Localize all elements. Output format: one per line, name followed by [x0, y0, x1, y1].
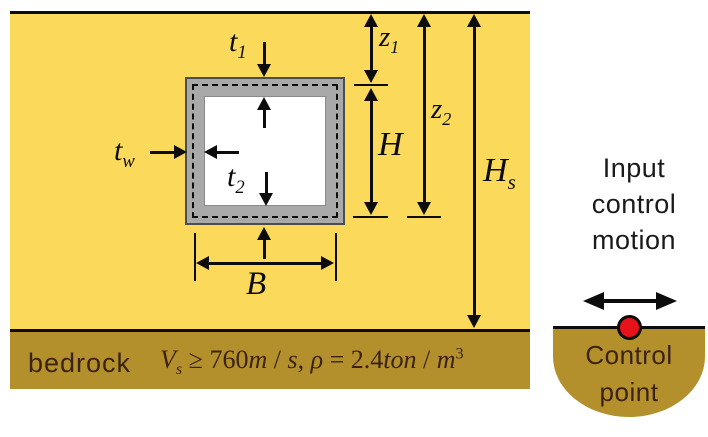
motion-arrowhead-left-icon [583, 292, 604, 310]
t1-arrowhead-down-icon [257, 64, 271, 77]
motion-arrowhead-right-icon [656, 292, 677, 310]
label-t2: t2 [227, 160, 245, 198]
t2-arrowhead-down-icon [259, 193, 273, 206]
t1-arrow-shaft [263, 42, 266, 65]
tw-inner-arrow-shaft [216, 151, 239, 154]
input-control-motion-note: Input control motion [560, 150, 708, 258]
b-dim-shaft [204, 262, 326, 265]
h-arrowhead-up-icon [364, 88, 378, 101]
tw-arrowhead-left-icon [204, 145, 217, 159]
hs-arrowhead-up-icon [467, 14, 481, 27]
motion-arrow-shaft [600, 299, 660, 303]
label-b: B [246, 266, 267, 302]
b-dim-arrowhead-right-icon [321, 256, 334, 270]
input-motion-line-1: Input [602, 153, 666, 183]
label-z1: z1 [379, 21, 400, 57]
tw-arrowhead-right-icon [174, 145, 187, 159]
control-point-line-1: Control [585, 340, 673, 370]
b-dim-arrowhead-left-icon [196, 256, 209, 270]
label-t1: t1 [229, 25, 247, 63]
z2-arrowhead-up-icon [417, 14, 431, 27]
input-motion-line-2: control [591, 189, 677, 219]
t2-outer-arrow-shaft [263, 238, 266, 259]
t1-arrowhead-up-icon [257, 97, 271, 110]
h-arrowhead-down-icon [364, 202, 378, 215]
hs-arrowhead-down-icon [467, 315, 481, 328]
control-point-shape: Control point [553, 326, 705, 417]
input-motion-line-3: motion [591, 225, 677, 255]
control-point-line-2: point [599, 377, 659, 407]
t1-inner-arrow-shaft [263, 108, 266, 128]
hs-dim-shaft [473, 25, 476, 316]
t2-outer-arrowhead-up-icon [257, 227, 271, 240]
bedrock-region [10, 329, 530, 389]
tw-arrow-shaft [150, 151, 175, 154]
bedrock-label: bedrock [28, 348, 132, 378]
box-bottom-level-tick-2 [407, 216, 441, 218]
ground-surface-line [10, 11, 530, 14]
box-top-level-tick [354, 84, 388, 86]
z2-arrowhead-down-icon [417, 202, 431, 215]
z1-dim-shaft [370, 25, 373, 71]
t2-arrow-shaft [265, 172, 268, 194]
control-point-marker-icon [617, 315, 642, 340]
h-dim-shaft [370, 100, 373, 203]
label-tw: tw [114, 134, 135, 172]
label-z2: z2 [431, 93, 452, 129]
label-h: H [378, 126, 403, 163]
bedrock-properties-formula: Vs ≥ 760m / s, ρ = 2.4ton / m3 [160, 345, 464, 379]
z2-dim-shaft [423, 25, 426, 203]
b-dim-right-tick [335, 233, 337, 281]
z1-arrowhead-up-icon [364, 14, 378, 27]
z1-arrowhead-down-icon [364, 70, 378, 83]
b-dim-left-tick [194, 233, 196, 281]
label-hs: Hs [483, 152, 516, 194]
wall-centerline-dashed [192, 84, 338, 218]
box-bottom-level-tick-1 [353, 216, 388, 218]
